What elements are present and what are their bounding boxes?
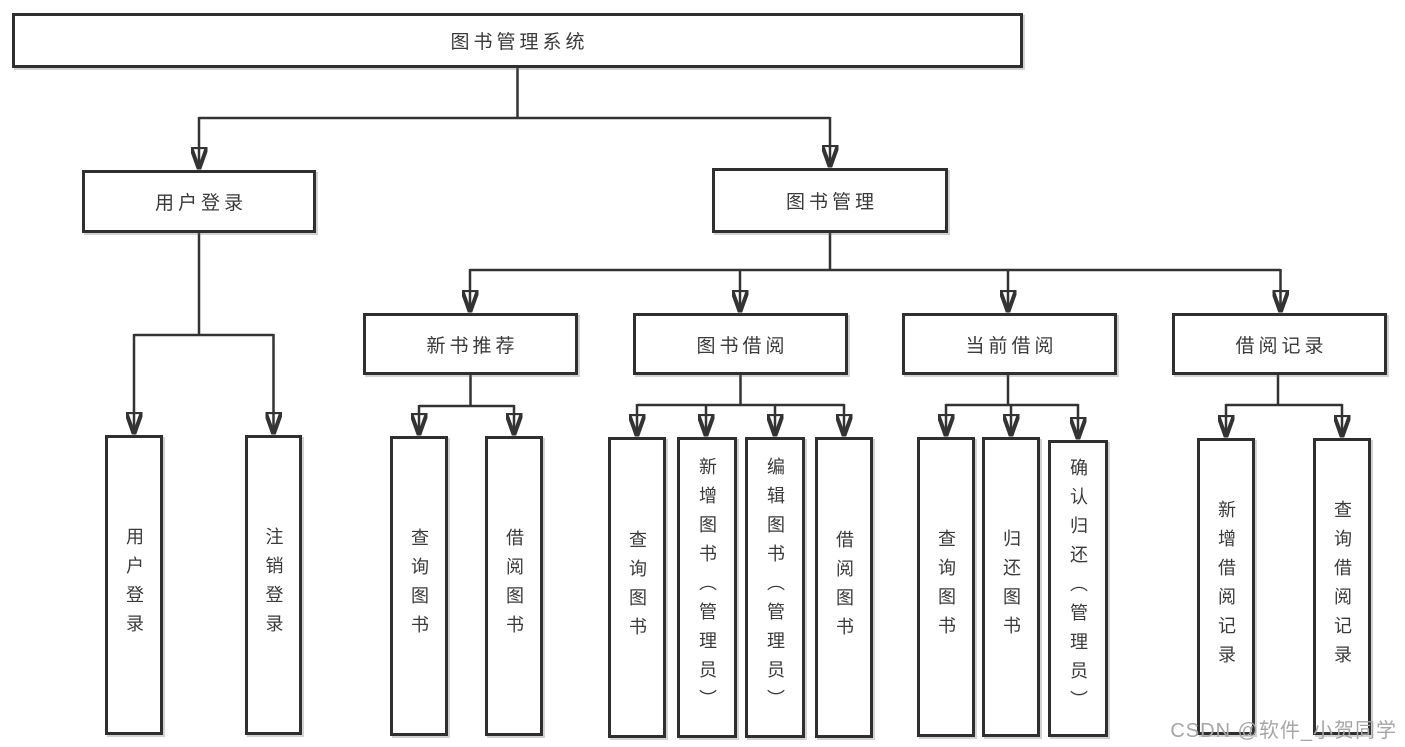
leaf-user-login-label: 用户登录 xyxy=(124,527,144,643)
leaf-logout-login: 注销登录 xyxy=(245,435,302,735)
node-current-borrow-label: 当前借阅 xyxy=(965,335,1058,357)
leaf-query-book-label: 查询图书 xyxy=(627,529,647,646)
leaf-borrow-book-label: 借阅图书 xyxy=(504,528,524,644)
leaf-query-borrow-record: 查询借阅记录 xyxy=(1313,438,1371,735)
node-book-management-label: 图书管理 xyxy=(785,192,878,213)
leaf-borrow-book: 借阅图书 xyxy=(815,437,873,738)
leaf-edit-book-admin: 编辑图书（管理员） xyxy=(745,437,805,738)
node-borrow-records: 借阅记录 xyxy=(1172,313,1387,375)
leaf-borrow-book: 借阅图书 xyxy=(485,436,543,736)
node-current-borrow: 当前借阅 xyxy=(902,313,1117,375)
leaf-borrow-book-label: 借阅图书 xyxy=(834,529,854,646)
leaf-query-book: 查询图书 xyxy=(608,437,666,738)
edge-new-book-stem xyxy=(419,375,514,408)
node-root-label: 图书管理系统 xyxy=(450,32,589,53)
node-book-borrow: 图书借阅 xyxy=(633,313,848,375)
node-user-login-label: 用户登录 xyxy=(154,193,247,214)
edge-borrow-records-stem xyxy=(1226,375,1342,407)
watermark: CSDN @软件_小贺同学 xyxy=(1170,720,1397,742)
node-new-book-recommend: 新书推荐 xyxy=(363,313,578,375)
node-user-login: 用户登录 xyxy=(82,170,316,233)
leaf-user-login: 用户登录 xyxy=(105,435,163,735)
edge-current-borrow-stem xyxy=(946,375,1078,407)
leaf-edit-book-admin-label: 编辑图书（管理员） xyxy=(765,457,785,718)
edge-root-stem xyxy=(199,68,830,120)
node-new-book-recommend-label: 新书推荐 xyxy=(426,335,519,357)
leaf-return-book: 归还图书 xyxy=(982,437,1040,737)
leaf-query-book: 查询图书 xyxy=(390,436,448,736)
leaf-return-book-label: 归还图书 xyxy=(1001,529,1021,645)
leaf-add-book-admin-label: 新增图书（管理员） xyxy=(697,457,717,718)
leaf-query-borrow-record-label: 查询借阅记录 xyxy=(1332,499,1352,674)
edge-user-login-stem xyxy=(134,233,274,337)
node-borrow-records-label: 借阅记录 xyxy=(1235,335,1328,357)
leaf-query-book-label: 查询图书 xyxy=(936,529,956,645)
leaf-query-book: 查询图书 xyxy=(917,437,975,737)
leaf-confirm-return-admin: 确认归还（管理员） xyxy=(1048,440,1108,737)
node-root: 图书管理系统 xyxy=(12,13,1023,68)
leaf-add-book-admin: 新增图书（管理员） xyxy=(677,437,737,738)
node-book-borrow-label: 图书借阅 xyxy=(696,335,789,357)
edge-book-borrow-stem xyxy=(637,375,844,407)
leaf-logout-login-label: 注销登录 xyxy=(263,527,284,643)
node-book-management: 图书管理 xyxy=(712,168,948,233)
leaf-confirm-return-admin-label: 确认归还（管理员） xyxy=(1068,458,1088,719)
leaf-query-book-label: 查询图书 xyxy=(409,528,429,644)
leaf-add-borrow-record-label: 新增借阅记录 xyxy=(1216,499,1236,674)
edge-book-management-stem xyxy=(470,233,1281,272)
leaf-add-borrow-record: 新增借阅记录 xyxy=(1197,438,1255,735)
